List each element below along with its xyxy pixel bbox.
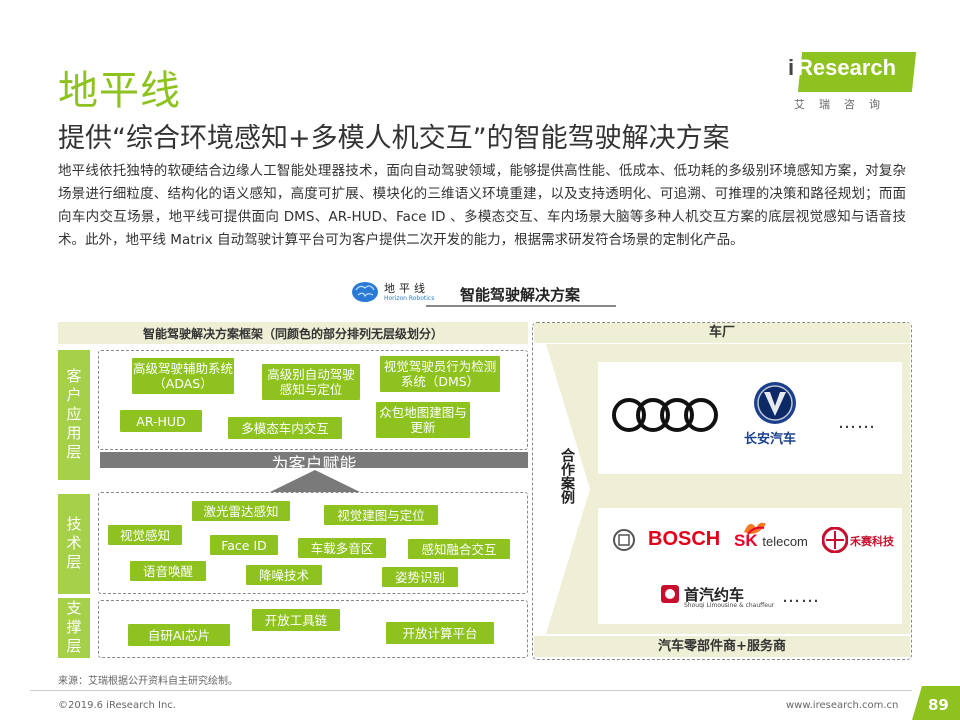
- brain-icon: [352, 282, 378, 302]
- app-item-dms: 视觉驾驶员行为检测系统（DMS）: [380, 356, 500, 392]
- supplier-title: 汽车零部件商+服务商: [534, 636, 910, 657]
- layer-label-tech: 技术层: [58, 494, 90, 594]
- title-underline: [426, 305, 616, 307]
- shouqi-name: 首汽约车: [684, 586, 745, 604]
- tech-item-wake-word: 语音唤醒: [130, 561, 206, 581]
- support-layer-box: [98, 600, 528, 658]
- tech-item-fusion: 感知融合交互: [408, 539, 510, 559]
- diagram-title: 智能驾驶解决方案: [460, 286, 581, 304]
- website-link[interactable]: www.iresearch.com.cn: [786, 700, 899, 711]
- enable-label: 为客户赋能: [271, 455, 357, 475]
- framework-header-bg: [58, 322, 528, 344]
- footer-divider: [30, 690, 912, 691]
- tech-item-visual-mapping: 视觉建图与定位: [324, 505, 438, 525]
- tech-item-noise-reduction: 降噪技术: [246, 565, 322, 585]
- horizon-logo-name: 地平线: [384, 282, 429, 295]
- tech-item-gesture: 姿势识别: [382, 567, 458, 587]
- layer-label-support: 支撑层: [58, 598, 90, 658]
- app-layer-box: [98, 350, 528, 450]
- support-item-toolchain: 开放工具链: [252, 609, 340, 631]
- tech-item-face-id: Face ID: [210, 535, 278, 555]
- shouqi-logo-icon: [661, 585, 679, 603]
- tech-item-lidar: 激光雷达感知: [192, 501, 290, 521]
- logo-text: Research: [797, 55, 897, 80]
- oem-title: 车厂: [534, 323, 910, 343]
- audi-logo-icon: [612, 398, 718, 432]
- enable-bar: [100, 452, 528, 468]
- layer-label-app: 客户应用层: [58, 350, 90, 480]
- tech-layer-box: [98, 492, 528, 594]
- source-note: 来源：艾瑞根据公开资料自主研究绘制。: [58, 676, 238, 687]
- horizon-logo-en: Horizon Robotics: [384, 295, 435, 302]
- app-item-adas: 高级驾驶辅助系统（ADAS）: [132, 358, 234, 394]
- horizon-logo: 地平线 Horizon Robotics: [350, 278, 434, 306]
- oem-logos-card: [598, 362, 902, 474]
- tech-item-multizone-audio: 车载多音区: [298, 538, 386, 558]
- sk-butterfly-icon: [744, 522, 766, 535]
- cooperation-label: 合作案例: [559, 448, 575, 504]
- support-item-ai-chip: 自研AI芯片: [128, 624, 230, 646]
- page-title: 提供“综合环境感知+多模人机交互”的智能驾驶解决方案: [58, 123, 730, 154]
- tech-item-visual-perception: 视觉感知: [108, 525, 182, 545]
- iresearch-logo: i Research 艾瑞咨询: [778, 42, 918, 112]
- copyright: ©2019.6 iResearch Inc.: [58, 700, 176, 711]
- support-item-compute-platform: 开放计算平台: [386, 622, 494, 644]
- changan-name: 长安汽车: [744, 432, 797, 447]
- bosch-name: BOSCH: [648, 528, 721, 550]
- logo-subtitle: 艾瑞咨询: [794, 98, 894, 111]
- hesai-name: 禾赛科技: [850, 535, 894, 548]
- app-item-ar-hud: AR-HUD: [120, 410, 202, 432]
- framework-title: 智能驾驶解决方案框架（同颜色的部分排列无层级划分）: [142, 327, 443, 341]
- intro-paragraph: 地平线依托独特的软硬结合边缘人工智能处理器技术，面向自动驾驶领域，能够提供高性能…: [58, 163, 906, 248]
- hesai-logo-icon: [822, 527, 848, 553]
- page-number: 89: [928, 696, 949, 714]
- up-arrow-icon: [270, 470, 360, 492]
- logo-i: i: [788, 55, 795, 80]
- oem-ellipsis: ……: [838, 412, 876, 433]
- sk-sub: telecom: [762, 534, 808, 549]
- sk-main: SK: [734, 531, 758, 550]
- page-number-badge: 89: [912, 686, 960, 720]
- shouqi-en: Shouqi Limousine & chauffeur: [684, 602, 775, 609]
- supplier-ellipsis: ……: [782, 586, 820, 607]
- changan-logo-icon: [754, 382, 796, 424]
- app-item-multimodal: 多模态车内交互: [228, 417, 342, 439]
- app-item-crowdsourced-map: 众包地图建图与更新: [376, 402, 470, 438]
- app-item-autonomous-perception: 高级别自动驾驶感知与定位: [262, 364, 360, 400]
- page-badge-shape: [912, 686, 960, 720]
- bosch-logo-icon: [613, 529, 635, 551]
- sk-telecom-name: SK telecom: [734, 531, 808, 551]
- section-title: 地平线: [58, 68, 181, 114]
